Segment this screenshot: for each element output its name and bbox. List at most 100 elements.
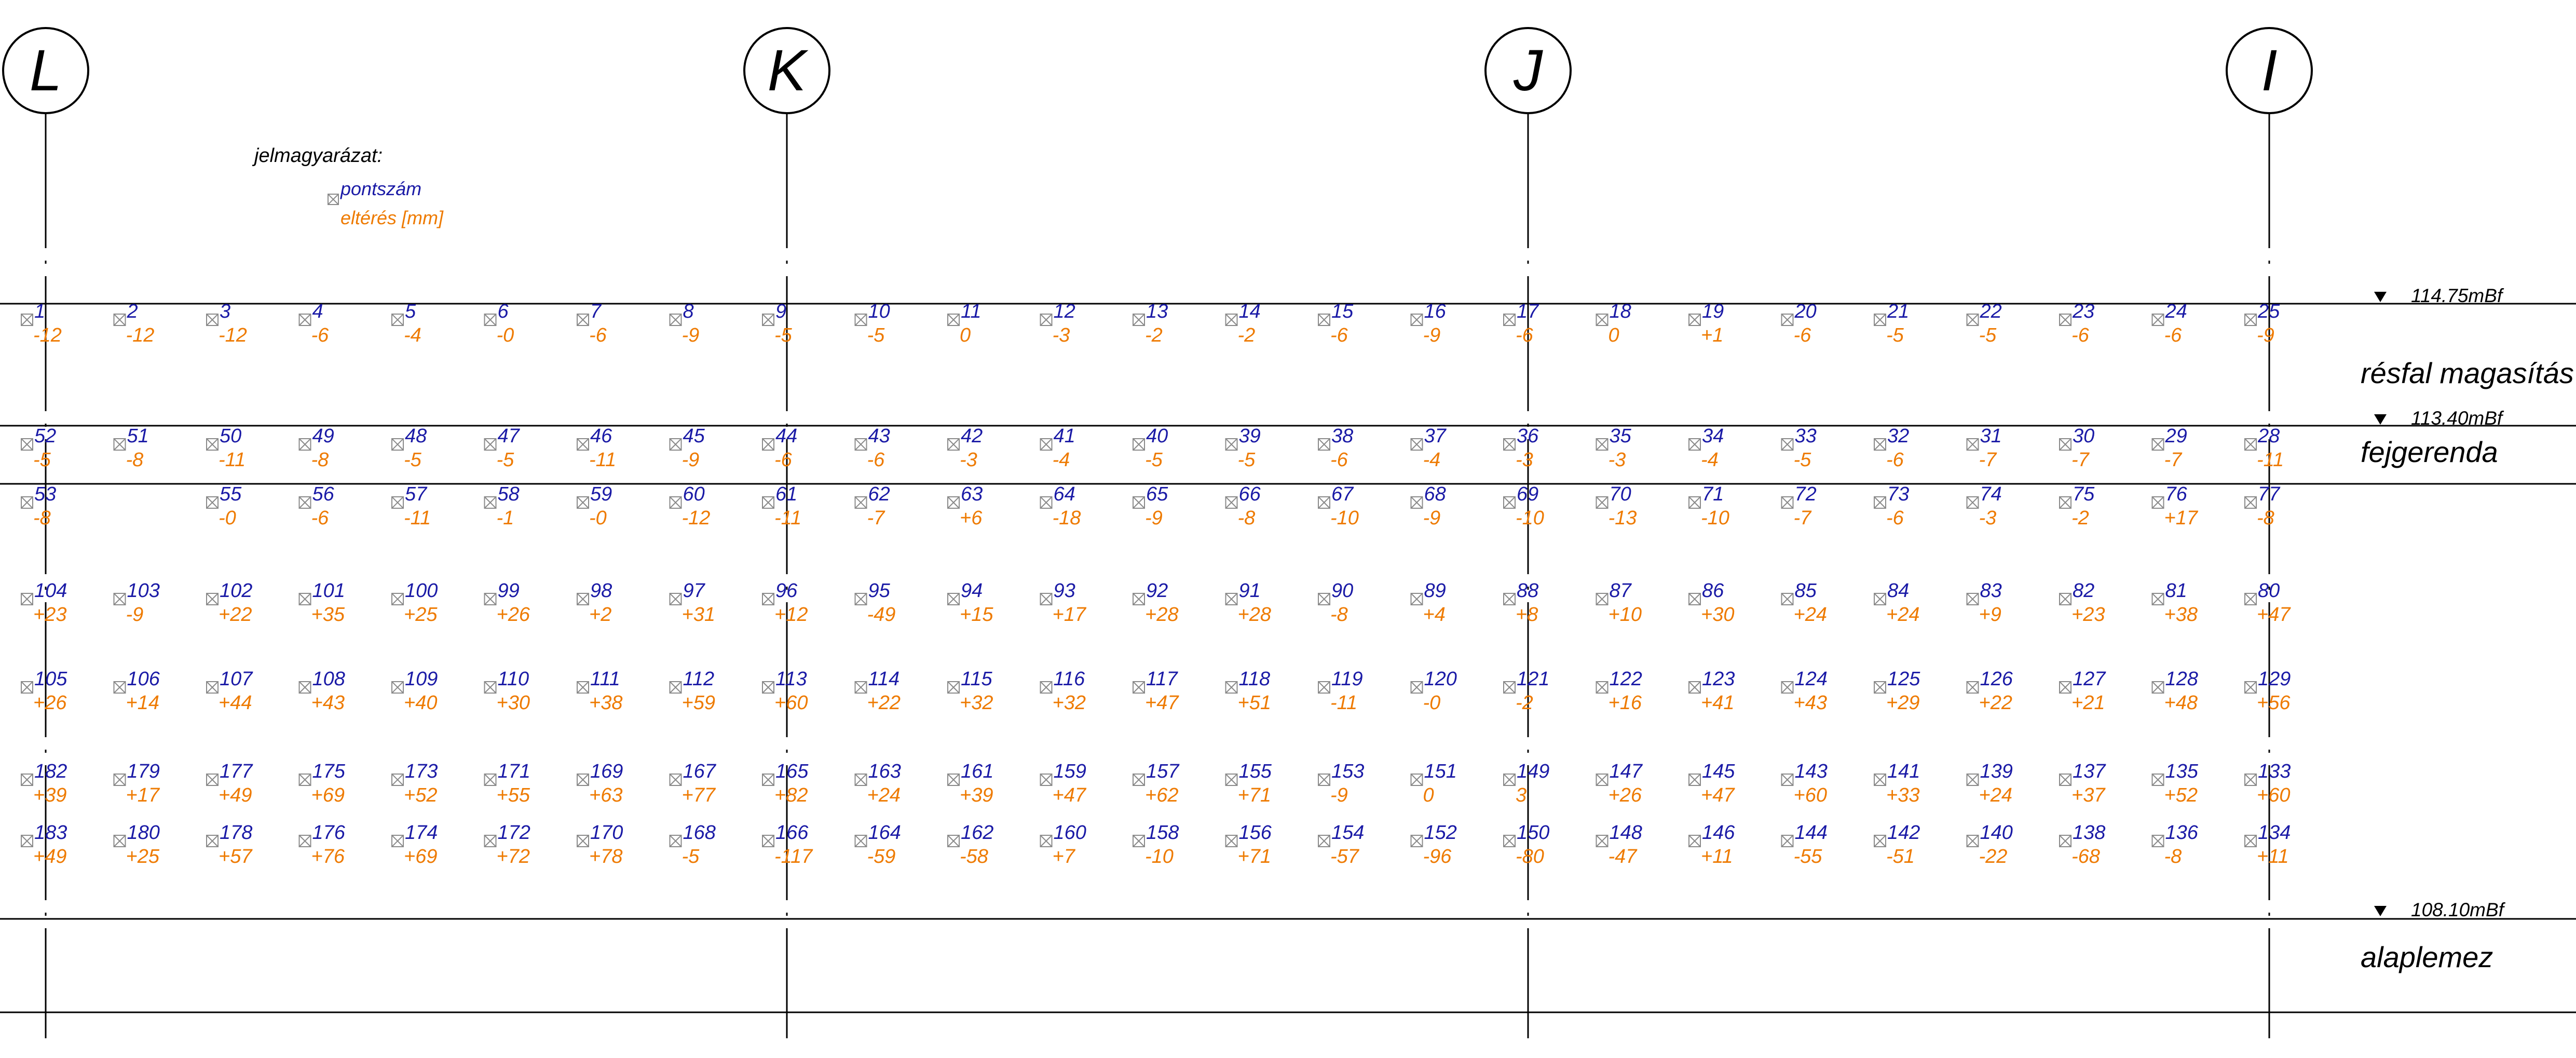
grid-axis: I: [2226, 27, 2313, 1038]
point-deviation: +52: [2164, 784, 2198, 806]
point-marker-icon: [762, 496, 774, 509]
survey-point: 3-12: [206, 301, 247, 346]
grid-axis: L: [2, 27, 89, 1038]
point-marker-icon: [1410, 681, 1423, 694]
legend-number-label: pontszám: [340, 178, 421, 199]
point-marker-icon: [1410, 774, 1423, 786]
point-marker-icon: [2244, 314, 2257, 326]
legend: jelmagyarázat: pontszám eltérés [mm]: [252, 145, 444, 228]
point-number: 96: [775, 580, 798, 602]
point-deviation: +38: [2164, 604, 2198, 626]
point-marker-icon: [1688, 774, 1701, 786]
point-number: 86: [1702, 580, 1724, 602]
point-deviation: +47: [1145, 692, 1179, 714]
point-marker-icon: [947, 314, 960, 326]
point-marker-icon: [391, 681, 404, 694]
point-marker-icon: [206, 593, 219, 605]
point-deviation: +8: [1516, 604, 1538, 626]
point-number: 115: [961, 668, 992, 690]
point-number: 18: [1610, 301, 1631, 322]
point-deviation: -117: [774, 846, 813, 867]
survey-point: 135+52: [2151, 761, 2199, 806]
point-number: 29: [2165, 425, 2187, 447]
point-number: 49: [312, 425, 334, 447]
point-number: 42: [961, 425, 983, 447]
survey-point: 93+17: [1040, 580, 1087, 626]
survey-point: 84+24: [1874, 580, 1919, 626]
point-marker-icon: [2244, 681, 2257, 694]
point-number: 13: [1146, 301, 1168, 322]
point-deviation: 0: [1423, 784, 1434, 806]
point-deviation: -6: [1516, 324, 1534, 346]
point-marker-icon: [1133, 438, 1145, 451]
point-deviation: +25: [404, 604, 438, 626]
point-marker-icon: [669, 593, 682, 605]
point-number: 117: [1146, 668, 1178, 690]
point-marker-icon: [2151, 314, 2164, 326]
level-markers: 114.75mBf 113.40mBf 108.10mBf: [2374, 285, 2506, 920]
point-deviation: +51: [1238, 692, 1271, 714]
survey-point: 10-5: [854, 301, 890, 346]
point-deviation: +4: [1423, 604, 1446, 626]
survey-point: 143+60: [1781, 761, 1828, 806]
survey-point: 178+57: [206, 822, 253, 867]
point-number: 111: [590, 668, 620, 690]
point-marker-icon: [298, 593, 311, 605]
point-deviation: +23: [2071, 604, 2105, 626]
point-marker-icon: [1318, 835, 1330, 847]
point-deviation: -96: [1423, 846, 1452, 867]
survey-point: 106+14: [113, 668, 160, 714]
point-number: 160: [1054, 822, 1086, 844]
survey-point: 80+47: [2244, 580, 2291, 626]
grid-axis: K: [743, 27, 830, 1038]
survey-point: 147+26: [1596, 761, 1643, 806]
point-deviation: +37: [2071, 784, 2106, 806]
point-deviation: +26: [497, 604, 530, 626]
point-marker-icon: [1966, 314, 1979, 326]
point-marker-icon: [1596, 681, 1609, 694]
point-deviation: -8: [1238, 507, 1256, 529]
survey-point: 32-6: [1874, 425, 1909, 471]
survey-point: 96+12: [762, 580, 808, 626]
point-deviation: -7: [1794, 507, 1812, 529]
survey-point: 92+28: [1133, 580, 1178, 626]
survey-point: 152-96: [1410, 822, 1457, 867]
point-marker-icon: [21, 681, 33, 694]
survey-point: 47-5: [484, 425, 521, 471]
point-marker-icon: [298, 774, 311, 786]
point-deviation: +6: [960, 507, 983, 529]
survey-point: 73-6: [1874, 483, 1909, 529]
point-deviation: -8: [1330, 604, 1348, 626]
point-marker-icon: [113, 835, 126, 847]
point-deviation: +69: [404, 846, 437, 867]
point-number: 39: [1239, 425, 1261, 447]
point-number: 109: [405, 668, 438, 690]
point-number: 165: [775, 761, 809, 782]
point-number: 75: [2073, 483, 2095, 505]
point-marker-icon: [1503, 681, 1516, 694]
point-number: 88: [1517, 580, 1538, 602]
survey-point: 30-7: [2059, 425, 2094, 471]
survey-point: 168-5: [669, 822, 716, 867]
survey-point: 88+8: [1503, 580, 1538, 626]
point-deviation: -9: [682, 449, 700, 471]
point-number: 43: [868, 425, 890, 447]
survey-point: 91+28: [1225, 580, 1271, 626]
survey-point: 157+62: [1133, 761, 1180, 806]
point-marker-icon: [1040, 835, 1053, 847]
point-number: 139: [1980, 761, 2013, 782]
point-deviation: +23: [33, 604, 66, 626]
point-number: 147: [1610, 761, 1643, 782]
point-deviation: 0: [1609, 324, 1619, 346]
point-deviation: -9: [2257, 324, 2274, 346]
axis-bubble: [743, 27, 830, 114]
point-deviation: -5: [1238, 449, 1256, 471]
point-number: 20: [1794, 301, 1817, 322]
point-deviation: -2: [2071, 507, 2089, 529]
point-deviation: -10: [1701, 507, 1729, 529]
survey-point: 83+9: [1966, 580, 2002, 626]
survey-point: 101+35: [298, 580, 345, 626]
point-deviation: +17: [2164, 507, 2199, 529]
point-number: 16: [1424, 301, 1447, 322]
